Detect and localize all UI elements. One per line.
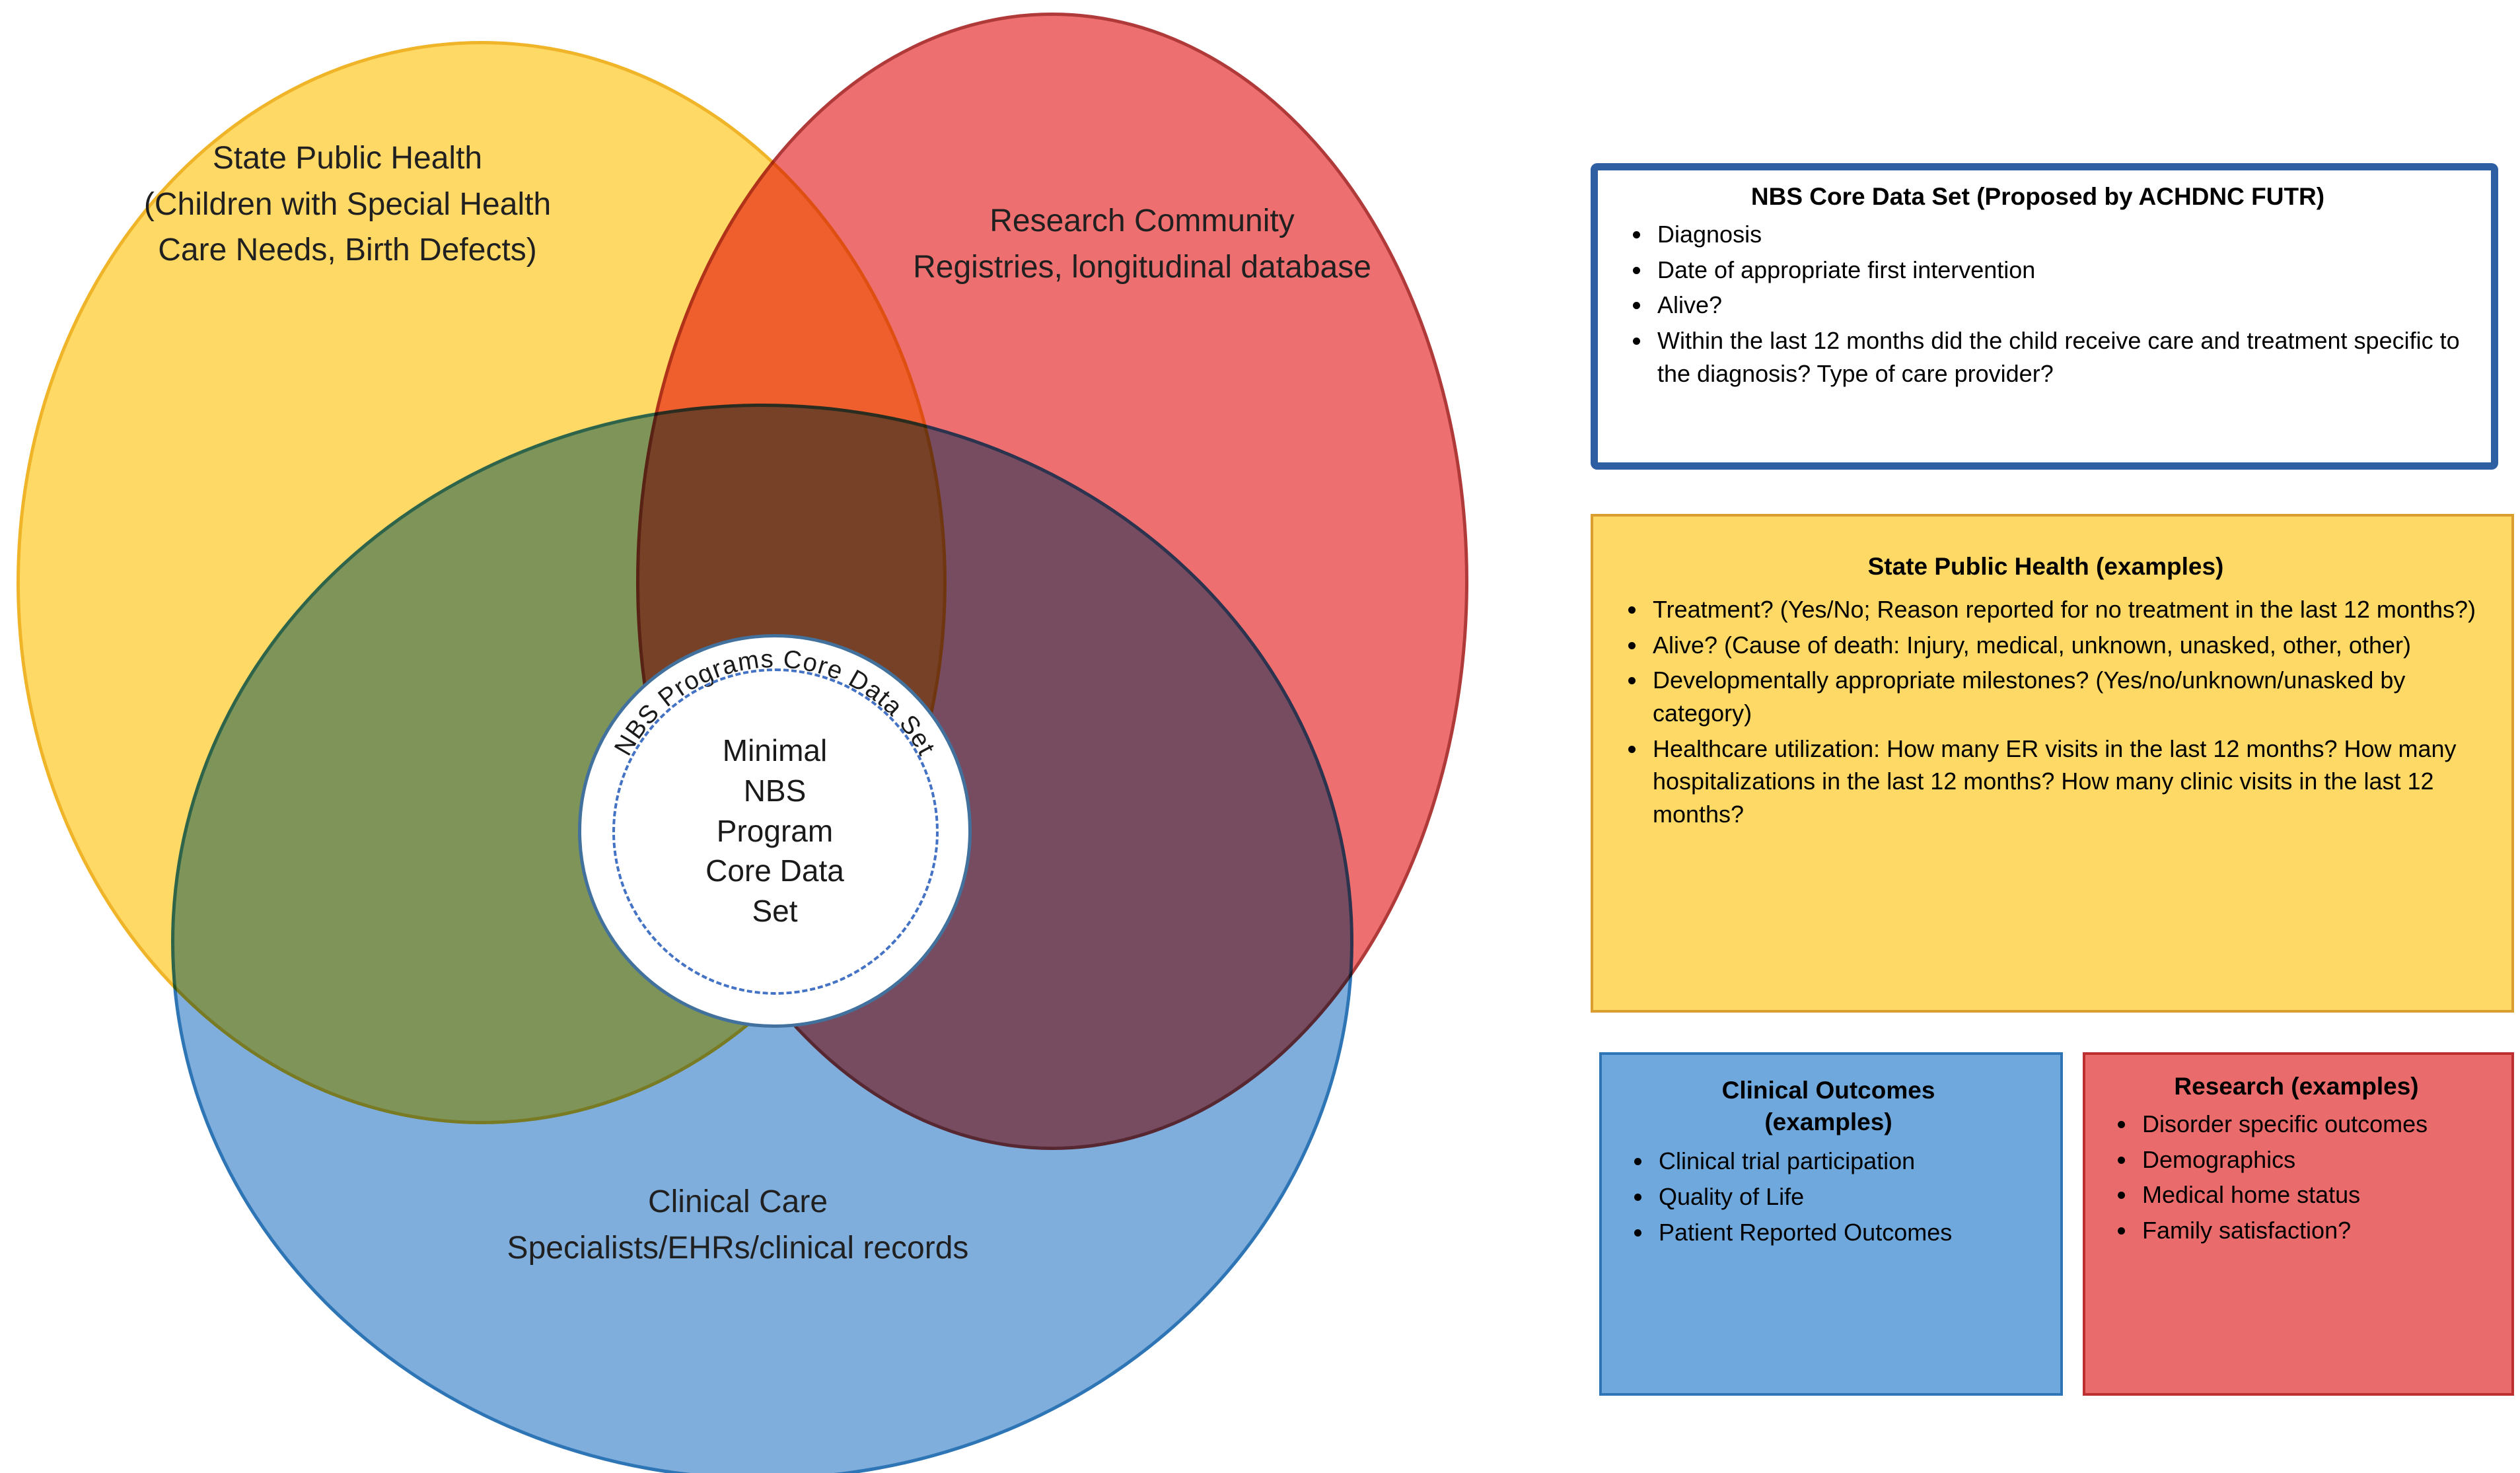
bullet-item: Medical home status: [2137, 1178, 2500, 1211]
research-community-label: Research Community Registries, longitudi…: [913, 203, 1371, 285]
bullet-item: Treatment? (Yes/No; Reason reported for …: [1647, 593, 2488, 626]
bullet-item: Disorder specific outcomes: [2137, 1108, 2500, 1141]
nbs-core-data-set-box: NBS Core Data Set (Proposed by ACHDNC FU…: [1591, 163, 2498, 470]
bullet-item: Date of appropriate first intervention: [1652, 254, 2467, 287]
nbs-core-box-bullets: DiagnosisDate of appropriate first inter…: [1608, 218, 2467, 390]
bullet-item: Within the last 12 months did the child …: [1652, 324, 2467, 390]
bullet-item: Developmentally appropriate milestones? …: [1647, 664, 2488, 729]
nbs-core-box-title: NBS Core Data Set (Proposed by ACHDNC FU…: [1750, 183, 2325, 210]
clinical-box-bullets: Clinical trial participationQuality of L…: [1610, 1145, 2047, 1248]
state-public-health-box: State Public Health (examples) Treatment…: [1591, 514, 2514, 1013]
dashed-ring: [612, 668, 939, 995]
bullet-item: Quality of Life: [1653, 1180, 2047, 1213]
clinical-care-label: Clinical Care Specialists/EHRs/clinical …: [507, 1184, 969, 1266]
state-box-title: State Public Health (examples): [1867, 553, 2224, 580]
state-box-bullets: Treatment? (Yes/No; Reason reported for …: [1604, 593, 2488, 831]
clinical-box-title: Clinical Outcomes (examples): [1721, 1077, 1935, 1136]
bullet-item: Clinical trial participation: [1653, 1145, 2047, 1178]
research-box-bullets: Disorder specific outcomesDemographicsMe…: [2093, 1108, 2500, 1247]
bullet-item: Demographics: [2137, 1143, 2500, 1176]
clinical-outcomes-box: Clinical Outcomes (examples) Clinical tr…: [1599, 1052, 2063, 1396]
research-box-title: Research (examples): [2174, 1073, 2419, 1100]
bullet-item: Family satisfaction?: [2137, 1214, 2500, 1247]
research-box: Research (examples) Disorder specific ou…: [2083, 1052, 2514, 1396]
state-public-health-label: State Public Health (Children with Speci…: [143, 141, 552, 268]
bullet-item: Alive? (Cause of death: Injury, medical,…: [1647, 629, 2488, 662]
bullet-item: Alive?: [1652, 289, 2467, 322]
core-data-set-label: Minimal NBS Program Core Data Set: [705, 733, 844, 929]
core-data-set-circle: NBS Programs Core Data Set Minimal NBS P…: [578, 634, 972, 1028]
bullet-item: Patient Reported Outcomes: [1653, 1216, 2047, 1249]
bullet-item: Healthcare utilization: How many ER visi…: [1647, 733, 2488, 831]
bullet-item: Diagnosis: [1652, 218, 2467, 251]
